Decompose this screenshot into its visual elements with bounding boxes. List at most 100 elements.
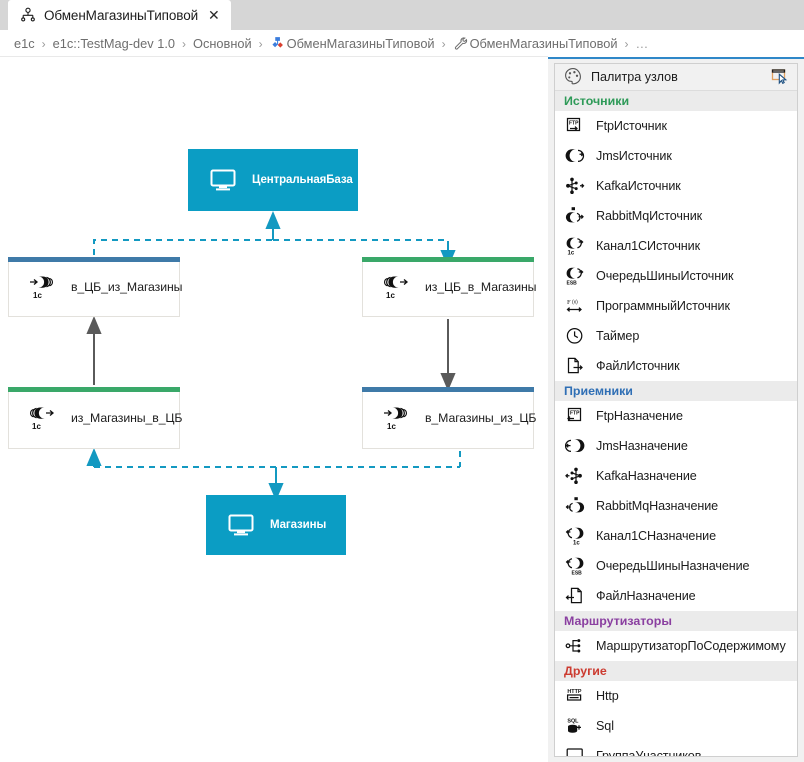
palette-section-label: Другие [564,664,607,678]
channel-1c-destination-icon: 1с [565,526,585,547]
breadcrumb-item-label: … [635,36,650,51]
palette-item-kafka-source[interactable]: KafkaИсточник [555,171,797,201]
palette-item-participant-group[interactable]: ГруппаУчастников [555,741,797,756]
program-source-icon: F(x) [565,296,585,316]
sql-icon: SQL [565,716,585,736]
kafka-destination-icon [565,466,585,486]
palette-icon [564,67,584,87]
svg-text:1с: 1с [32,422,41,431]
palette-section-header-1: Приемники [555,381,797,401]
channel-in-1c-icon: 1с [29,274,57,300]
timer-icon [565,326,585,346]
breadcrumb-separator: › [258,36,263,51]
svg-text:1с: 1с [573,541,580,547]
breadcrumb-item-0[interactable]: e1c [14,36,35,51]
breadcrumb-item-label: ОбменМагазиныТиповой [286,36,435,51]
node-type-bar [362,257,534,262]
breadcrumb-item-label: e1c::TestMag-dev 1.0 [52,36,175,51]
breadcrumb-separator: › [182,36,186,51]
svg-text:(x): (x) [572,300,578,306]
palette-item-ftp-source[interactable]: FTP FtpИсточник [555,111,797,141]
palette-item-rabbitmq-source[interactable]: RabbitMqИсточник [555,201,797,231]
palette-item-label: ФайлНазначение [596,589,696,603]
palette-item-label: KafkaНазначение [596,469,697,483]
palette-item-label: Sql [596,719,614,733]
palette-item-kafka-destination[interactable]: KafkaНазначение [555,461,797,491]
diagram-node-magaziny[interactable]: Магазины [206,495,346,555]
palette-item-content-router[interactable]: МаршрутизаторПоСодержимому [555,631,797,661]
node-label: из_ЦБ_в_Магазины [425,280,537,294]
wrench-icon [453,36,468,51]
breadcrumb-item-label: Основной [193,36,252,51]
palette-item-label: Канал1СНазначение [596,529,717,543]
breadcrumb-item-4[interactable]: ОбменМагазиныТиповой [453,36,618,51]
svg-text:FTP: FTP [569,121,579,127]
diagram-node-iz-cb-v-magaziny[interactable]: 1с из_ЦБ_в_Магазины [362,257,537,317]
participant-group-icon [565,746,585,756]
content-router-icon [565,636,585,656]
palette-item-label: Таймер [596,329,640,343]
palette-item-rabbitmq-destination[interactable]: RabbitMqНазначение [555,491,797,521]
palette-item-file-destination[interactable]: ФайлНазначение [555,581,797,611]
breadcrumb-item-1[interactable]: e1c::TestMag-dev 1.0 [53,36,175,51]
palette-item-http[interactable]: HTTP Http [555,681,797,711]
diagram-canvas[interactable]: ЦентральнаяБаза 1с в_ЦБ_из_Магазины [0,57,548,762]
esb-queue-source-icon: ESB [565,266,585,287]
palette-item-timer[interactable]: Таймер [555,321,797,351]
node-label: в_ЦБ_из_Магазины [71,280,183,294]
diagram-node-central-base[interactable]: ЦентральнаяБаза [188,149,358,211]
palette-item-jms-source[interactable]: JmsИсточник [555,141,797,171]
rabbitmq-destination-icon [565,496,585,516]
diagram-node-v-cb-iz-magaziny[interactable]: 1с в_ЦБ_из_Магазины [8,257,183,317]
breadcrumb-item-2[interactable]: Основной [193,36,252,51]
palette-item-channel-1c-source[interactable]: 1с Канал1СИсточник [555,231,797,261]
breadcrumb-item-5[interactable]: … [636,36,650,51]
file-destination-icon [565,586,585,606]
palette-item-label: Http [596,689,619,703]
palette-item-label: Канал1СИсточник [596,239,701,253]
breadcrumb-item-label: e1c [14,36,35,51]
channel-in-1c-icon: 1с [383,405,411,431]
svg-text:1с: 1с [568,251,575,257]
select-tool-icon[interactable] [770,67,790,87]
palette-item-file-source[interactable]: ФайлИсточник [555,351,797,381]
channel-out-1c-icon: 1с [383,274,411,300]
palette-item-esb-queue-destination[interactable]: ESB ОчередьШиныНазначение [555,551,797,581]
palette-section-header-2: Маршрутизаторы [555,611,797,631]
palette-section-header-0: Источники [555,91,797,111]
monitor-icon [228,514,254,536]
process-diagram-icon [20,7,36,23]
palette-item-label: ОчередьШиныНазначение [596,559,750,573]
close-icon[interactable]: ✕ [208,7,220,23]
breadcrumb-separator: › [624,36,629,51]
breadcrumb-item-3[interactable]: ОбменМагазиныТиповой [270,36,435,51]
svg-text:HTTP: HTTP [567,689,581,695]
diagram-node-v-magaziny-iz-cb[interactable]: 1с в_Магазины_из_ЦБ [362,387,537,449]
palette-item-label: FtpИсточник [596,119,667,133]
jms-source-icon [565,146,585,166]
ftp-destination-icon: FTP [565,406,585,426]
svg-text:1с: 1с [33,291,42,300]
breadcrumb: e1c › e1c::TestMag-dev 1.0 › Основной › ОбменМ… [0,30,804,57]
tab-obmen-magaziny-tipovoy[interactable]: ОбменМагазиныТиповой ✕ [8,0,231,30]
palette-item-label: RabbitMqНазначение [596,499,719,513]
palette-item-label: RabbitMqИсточник [596,209,703,223]
node-type-bar [8,257,180,262]
diagram-node-iz-magaziny-v-cb[interactable]: 1с из_Магазины_в_ЦБ [8,387,183,449]
channel-out-1c-icon: 1с [29,405,57,431]
palette-item-sql[interactable]: SQL Sql [555,711,797,741]
breadcrumb-item-label: ОбменМагазиныТиповой [469,36,618,51]
rabbitmq-source-icon [565,206,585,226]
palette-section-label: Приемники [564,384,633,398]
palette-item-program-source[interactable]: F(x) ПрограммныйИсточник [555,291,797,321]
palette-item-jms-destination[interactable]: JmsНазначение [555,431,797,461]
palette-item-label: ПрограммныйИсточник [596,299,730,313]
palette-item-channel-1c-destination[interactable]: 1с Канал1СНазначение [555,521,797,551]
esb-queue-destination-icon: ESB [565,556,585,577]
palette-section-label: Маршрутизаторы [564,614,672,628]
